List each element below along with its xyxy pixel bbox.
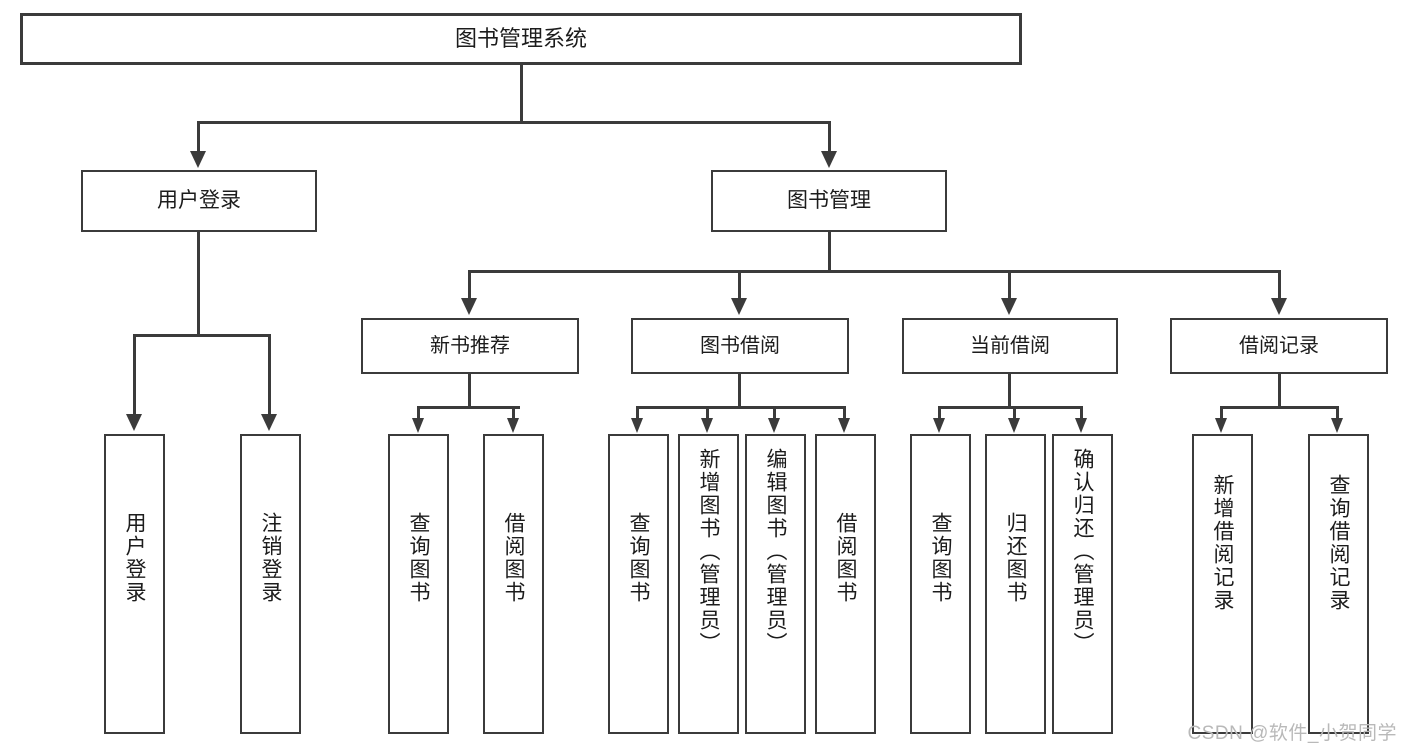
connector-newbooks-bus [417,406,520,409]
leaf-query-books-newbooks[interactable]: 查询图书 [388,434,449,734]
connector-borrow-bus [636,406,844,409]
arrowhead-current-to-leaf-3 [1075,418,1087,433]
arrowhead-book-to-newbooks [461,298,477,315]
leaf-add-borrow-record[interactable]: 新增借阅记录 [1192,434,1253,734]
node-label: 查询图书 [627,512,650,604]
arrowhead-borrow-to-leaf-3 [768,418,780,433]
arrowhead-book-to-current [1001,298,1017,315]
node-current-borrow[interactable]: 当前借阅 [902,318,1118,374]
node-label: 查询图书 [929,512,952,604]
arrowhead-records-to-leaf-1 [1215,418,1227,433]
connector-current-to-leaf-1 [938,406,941,420]
connector-book-to-newbooks [468,270,471,300]
arrowhead-user-to-leaf-1 [126,414,142,431]
connector-current-to-leaf-3 [1080,406,1083,420]
node-label: 用户登录 [123,512,146,604]
node-label: 编辑图书（管理员） [764,448,787,655]
connector-book-stem [828,232,831,272]
node-label: 借阅图书 [834,512,857,604]
connector-newbooks-stem [468,374,471,408]
leaf-return-books[interactable]: 归还图书 [985,434,1046,734]
node-label: 查询借阅记录 [1327,474,1350,612]
arrowhead-book-to-records [1271,298,1287,315]
node-label: 图书管理 [787,188,871,212]
connector-book-to-records [1278,270,1281,300]
node-book-borrow[interactable]: 图书借阅 [631,318,849,374]
leaf-user-login[interactable]: 用户登录 [104,434,165,734]
connector-borrow-to-leaf-3 [773,406,776,420]
arrowhead-root-to-book [821,151,837,168]
node-label: 新书推荐 [430,334,510,357]
node-user-login[interactable]: 用户登录 [81,170,317,232]
arrowhead-current-to-leaf-1 [933,418,945,433]
connector-root-to-user [197,121,200,153]
connector-records-stem [1278,374,1281,408]
node-borrow-records[interactable]: 借阅记录 [1170,318,1388,374]
connector-root-to-book [828,121,831,153]
connector-book-to-current [1008,270,1011,300]
connector-newbooks-to-leaf-2 [512,406,515,420]
connector-borrow-stem [738,374,741,408]
arrowhead-newbooks-to-leaf-2 [507,418,519,433]
node-label: 图书管理系统 [454,26,587,52]
connector-borrow-to-leaf-1 [636,406,639,420]
node-label: 当前借阅 [970,334,1050,357]
node-label: 确认归还（管理员） [1071,448,1094,655]
leaf-edit-book-admin[interactable]: 编辑图书（管理员） [745,434,806,734]
node-new-book-recommend[interactable]: 新书推荐 [361,318,579,374]
arrowhead-current-to-leaf-2 [1008,418,1020,433]
leaf-borrow-books-newbooks[interactable]: 借阅图书 [483,434,544,734]
arrowhead-user-to-leaf-2 [261,414,277,431]
arrowhead-borrow-to-leaf-2 [701,418,713,433]
leaf-user-logout[interactable]: 注销登录 [240,434,301,734]
leaf-add-book-admin[interactable]: 新增图书（管理员） [678,434,739,734]
connector-borrow-to-leaf-2 [706,406,709,420]
connector-borrow-to-leaf-4 [843,406,846,420]
connector-root-stem [520,65,523,122]
node-label: 新增借阅记录 [1211,474,1234,612]
connector-records-to-leaf-1 [1220,406,1223,420]
leaf-borrow-books-borrow[interactable]: 借阅图书 [815,434,876,734]
leaf-query-books-current[interactable]: 查询图书 [910,434,971,734]
leaf-query-borrow-record[interactable]: 查询借阅记录 [1308,434,1369,734]
node-label: 图书借阅 [700,334,780,357]
connector-user-to-leaf-2 [268,334,271,416]
node-label: 借阅记录 [1239,334,1319,357]
arrowhead-records-to-leaf-2 [1331,418,1343,433]
arrowhead-borrow-to-leaf-1 [631,418,643,433]
node-label: 注销登录 [259,512,282,604]
node-label: 借阅图书 [502,512,525,604]
arrowhead-book-to-borrow [731,298,747,315]
connector-current-bus [938,406,1082,409]
node-label: 用户登录 [157,188,241,212]
arrowhead-newbooks-to-leaf-1 [412,418,424,433]
arrowhead-root-to-user [190,151,206,168]
connector-root-bus [198,121,831,124]
connector-current-to-leaf-2 [1013,406,1016,420]
leaf-query-books-borrow[interactable]: 查询图书 [608,434,669,734]
connector-user-bus [133,334,270,337]
connector-user-to-leaf-1 [133,334,136,416]
connector-records-to-leaf-2 [1336,406,1339,420]
connector-records-bus [1220,406,1338,409]
node-label: 新增图书（管理员） [697,448,720,655]
node-label: 归还图书 [1004,512,1027,604]
connector-book-to-borrow [738,270,741,300]
arrowhead-borrow-to-leaf-4 [838,418,850,433]
connector-newbooks-to-leaf-1 [417,406,420,420]
node-label: 查询图书 [407,512,430,604]
node-root-system[interactable]: 图书管理系统 [20,13,1022,65]
node-book-management[interactable]: 图书管理 [711,170,947,232]
connector-user-stem [197,232,200,336]
connector-book-bus [468,270,1280,273]
leaf-confirm-return-admin[interactable]: 确认归还（管理员） [1052,434,1113,734]
connector-current-stem [1008,374,1011,408]
